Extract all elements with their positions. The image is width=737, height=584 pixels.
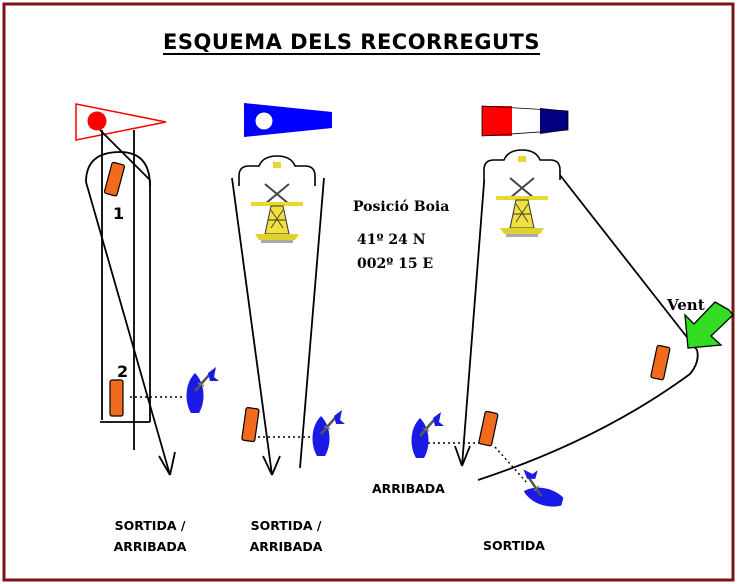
sailboat-icon [311, 408, 347, 458]
course-left-label-line1: SORTIDA / [114, 518, 186, 533]
buoy-latitude: 41º 24 N [357, 232, 426, 248]
sailboat-icon [514, 465, 570, 512]
course-left [85, 129, 182, 476]
page-title: ESQUEMA DELS RECORREGUTS [163, 30, 540, 54]
mark-number-1: 1 [113, 204, 125, 223]
course-middle-label: SORTIDA / ARRIBADA [236, 515, 336, 557]
mark-right-1 [478, 410, 499, 447]
mark-2 [109, 379, 124, 417]
wind-label: Vent [667, 296, 705, 314]
mark-number-2: 2 [117, 362, 129, 381]
course-left-label-line2: ARRIBADA [113, 539, 187, 554]
course-right-arrival-label: ARRIBADA [372, 481, 445, 496]
mark-middle [241, 406, 260, 443]
course-middle-label-line2: ARRIBADA [249, 539, 323, 554]
buoy-position-label: Posició Boia [353, 199, 450, 215]
course-right-start-label: SORTIDA [483, 538, 545, 553]
mark-1 [103, 161, 126, 197]
oceanographic-buoy-icon [483, 149, 561, 238]
sailboat-icon [410, 410, 446, 460]
course-left-label: SORTIDA / ARRIBADA [100, 515, 200, 557]
buoy-longitude: 002º 15 E [357, 256, 434, 272]
oceanographic-buoy-icon [238, 155, 316, 244]
course-middle [231, 177, 325, 476]
wind-arrow-icon [684, 301, 734, 349]
course-middle-label-line1: SORTIDA / [250, 518, 322, 533]
blue-pennant-flag-icon [244, 103, 332, 137]
mark-right-2 [650, 344, 671, 381]
red-triangle-flag-icon [75, 103, 167, 141]
course-right [428, 169, 699, 485]
sailboat-icon [185, 365, 221, 415]
tricolor-pennant-flag-icon [481, 105, 569, 137]
